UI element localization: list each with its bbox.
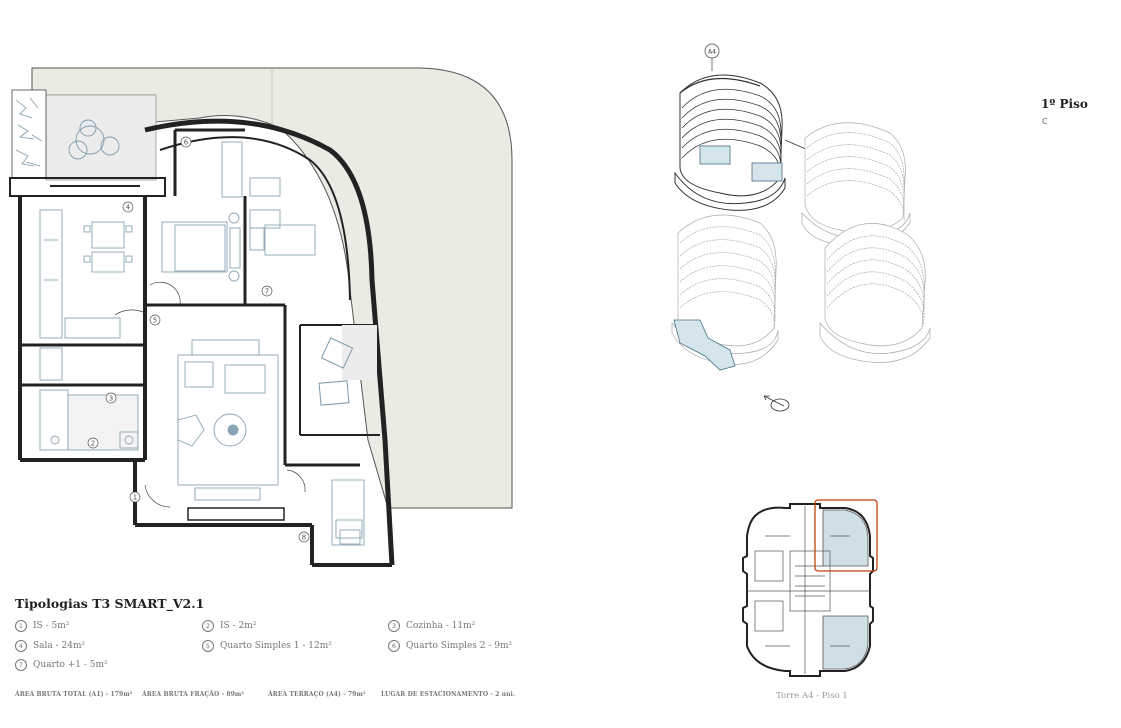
legend-item: 6 Quarto Simples 2 - 9m²: [388, 640, 512, 652]
stat-terrace-area: ÁREA TERRAÇO (A4) - 79m²: [268, 691, 366, 698]
plants-icon: [11, 89, 47, 179]
legend-number: 7: [15, 659, 27, 671]
key-plan-caption: Torre A4 - Piso 1: [776, 691, 848, 701]
legend-number: 2: [202, 620, 214, 632]
tower-tag: A4: [708, 49, 716, 56]
legend-number: 5: [202, 640, 214, 652]
legend-item: 1 IS - 5m²: [15, 620, 69, 632]
legend-number: 6: [388, 640, 400, 652]
typology-title: Tipologias T3 SMART_V2.1: [15, 596, 205, 611]
selected-unit-frame: [814, 499, 878, 572]
door-swings: [114, 281, 306, 508]
legend-item: 4 Sala - 24m²: [15, 640, 85, 652]
balcony-furniture-icon: [68, 119, 120, 160]
curved-facade-wall: [144, 118, 395, 566]
legend-label: Quarto Simples 1 - 12m²: [220, 641, 332, 651]
legend-number: 3: [388, 620, 400, 632]
legend-label: Sala - 24m²: [33, 641, 86, 651]
bathroom-icon: [39, 347, 139, 451]
legend-item: 7 Quarto +1 - 5m²: [15, 659, 108, 671]
lounge-chair-icon: [318, 325, 377, 406]
floor-plan: 1 2 3 4 5 6 7 8: [9, 67, 513, 567]
room-number-7: 7: [265, 288, 269, 296]
legend-label: Cozinha - 11m²: [406, 621, 476, 631]
kitchen-icon: [39, 209, 133, 339]
bed-icon: [161, 141, 316, 282]
compass-icon: [763, 395, 790, 412]
legend-label: Quarto Simples 2 - 9m²: [406, 641, 513, 651]
room-numbers: 1 2 3 4 5 6 7 8: [87, 136, 310, 543]
room-number-8: 8: [302, 534, 306, 542]
legend-number: 4: [15, 640, 27, 652]
legend-label: IS - 5m²: [33, 621, 70, 631]
tower-back-right: [801, 122, 911, 247]
key-plan: [742, 499, 878, 677]
isometric-towers: A4: [671, 43, 931, 412]
bed-icon: [331, 479, 365, 546]
room-number-5: 5: [153, 317, 157, 325]
legend-label: IS - 2m²: [220, 621, 257, 631]
room-number-4: 4: [126, 204, 131, 212]
legend-label: Quarto +1 - 5m²: [33, 660, 108, 670]
terrace-area: [31, 67, 513, 509]
legend-item: 5 Quarto Simples 1 - 12m²: [202, 640, 332, 652]
floor-title: 1º Piso: [1041, 97, 1088, 111]
stat-fraction-area: ÁREA BRUTA FRAÇÃO - 89m²: [142, 691, 245, 698]
tower-front-right: [819, 223, 931, 363]
legend-item: 2 IS - 2m²: [202, 620, 256, 632]
room-number-3: 3: [109, 395, 113, 403]
highlighted-unit: [673, 319, 736, 371]
room-number-2: 2: [91, 440, 95, 448]
legend-item: 3 Cozinha - 11m²: [388, 620, 475, 632]
room-number-1: 1: [133, 494, 137, 502]
living-room-icon: [177, 339, 279, 501]
floor-subtitle: C: [1042, 117, 1048, 126]
tower-a4: [674, 74, 786, 211]
stat-total-area: ÁREA BRUTA TOTAL (A1) - 179m²: [15, 691, 133, 698]
room-number-6: 6: [184, 139, 189, 147]
balcony: [45, 94, 157, 181]
apartment-walls: [9, 128, 392, 567]
stat-parking: LUGAR DE ESTACIONAMENTO - 2 uni.: [381, 691, 516, 698]
legend-number: 1: [15, 620, 27, 632]
